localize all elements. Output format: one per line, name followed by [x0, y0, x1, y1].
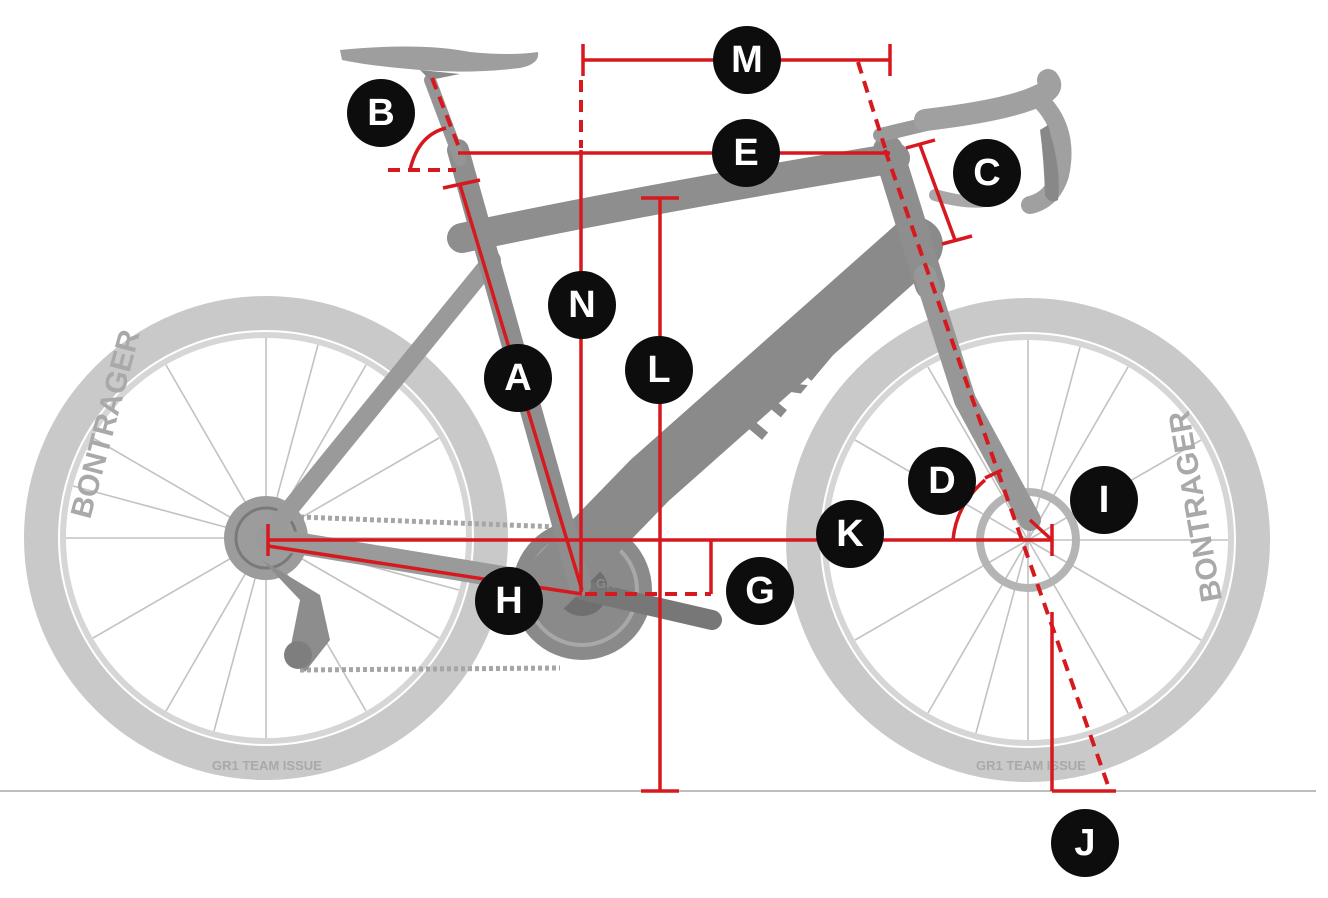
crank-logo-text: GRX [596, 576, 625, 591]
d-tick [984, 468, 1003, 480]
svg-text:M: M [731, 39, 763, 81]
svg-text:E: E [733, 132, 758, 174]
svg-text:C: C [973, 152, 1000, 194]
label-n: N [548, 271, 616, 339]
c-tick-bottom [941, 234, 973, 246]
measurement-labels: B M E C N L A D [347, 26, 1138, 877]
svg-text:J: J [1074, 822, 1095, 864]
label-j: J [1051, 809, 1119, 877]
brake-lever [1040, 125, 1059, 202]
seatstay [257, 251, 501, 547]
chain-top [299, 514, 561, 530]
label-c: C [953, 139, 1021, 207]
front-tire-model-text: GR1 TEAM ISSUE [976, 758, 1086, 773]
label-k: K [816, 500, 884, 568]
label-g: G [726, 557, 794, 625]
b-seat-line [430, 77, 462, 151]
rear-derailleur [262, 560, 330, 672]
label-e: E [712, 119, 780, 187]
fork [914, 264, 1041, 531]
svg-text:N: N [568, 284, 595, 326]
c-line [918, 144, 957, 241]
m-drop-right [856, 61, 887, 149]
saddle [340, 46, 539, 72]
seatpost [424, 74, 466, 166]
label-h: H [475, 567, 543, 635]
svg-text:G: G [745, 570, 775, 612]
b-arc [408, 126, 447, 171]
c-tick-top [905, 138, 936, 150]
label-l: L [625, 336, 693, 404]
svg-text:A: A [504, 357, 531, 399]
svg-text:H: H [495, 580, 522, 622]
rear-tire-model-text: GR1 TEAM ISSUE [212, 758, 322, 773]
i-line [1028, 518, 1054, 542]
chain-bottom [299, 665, 561, 673]
label-b: B [347, 79, 415, 147]
measurement-lines [266, 44, 1116, 793]
svg-text:I: I [1099, 479, 1110, 521]
label-a: A [484, 344, 552, 412]
svg-text:B: B [367, 92, 394, 134]
handlebar-drop [1021, 91, 1072, 214]
a-tick-top [442, 178, 481, 190]
steering-axis [883, 149, 1112, 792]
svg-text:L: L [647, 349, 670, 391]
label-m: M [713, 26, 781, 94]
label-i: I [1070, 466, 1138, 534]
crank-arm [572, 580, 722, 630]
label-d: D [908, 447, 976, 515]
svg-text:D: D [928, 460, 955, 502]
svg-text:K: K [836, 513, 864, 555]
